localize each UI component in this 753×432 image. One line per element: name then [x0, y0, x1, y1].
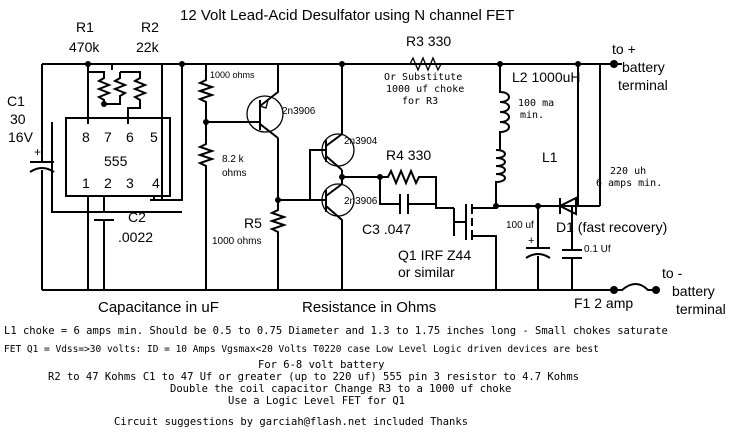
- c1-voltage: 16V: [8, 129, 34, 145]
- r5-resistor: [268, 138, 288, 290]
- r-1000-value: 1000 ohms: [210, 70, 255, 80]
- svg-text:+: +: [34, 145, 41, 159]
- ic-pin-2: 2: [104, 175, 112, 191]
- c-01uf: [562, 206, 582, 290]
- ic-pin-1: 1: [82, 175, 90, 191]
- c3-capacitor: [377, 174, 436, 214]
- c2-name: C2: [128, 209, 146, 225]
- r2-resistor: [104, 71, 148, 124]
- ic-pin-3: 3: [126, 175, 134, 191]
- c2-capacitor: [94, 196, 114, 290]
- r2-name: R2: [141, 19, 159, 35]
- q-3904-label: 2n3904: [344, 136, 378, 147]
- q-3906-label: 2n3906: [344, 196, 378, 207]
- r2-value: 22k: [136, 39, 160, 55]
- ic-outline: [51, 122, 182, 213]
- note-coil: Double the coil capacitor Change R3 to a…: [170, 383, 511, 395]
- l1-note1: 220 uh: [610, 166, 646, 177]
- note-6-8v: For 6-8 volt battery: [258, 359, 384, 371]
- note-fet: FET Q1 = Vdss=>30 volts: ID = 10 Amps Vg…: [4, 344, 599, 355]
- c2-value: .0022: [118, 229, 153, 245]
- c-100uf: +: [525, 203, 551, 290]
- r1-name: R1: [76, 19, 94, 35]
- r1-resistor: [85, 61, 112, 124]
- f1-label: F1 2 amp: [574, 295, 633, 311]
- capacitance-units: Capacitance in uF: [98, 299, 219, 316]
- f1-fuse: [614, 283, 660, 294]
- neg-terminal-l1: to -: [662, 265, 683, 281]
- q-top-label: 2n3906: [282, 106, 316, 117]
- note-l1-choke: L1 choke = 6 amps min. Should be 0.5 to …: [4, 325, 668, 337]
- r-1000-resistor: [196, 64, 250, 123]
- c1-name: C1: [7, 93, 25, 109]
- c01-label: 0.1 Uf: [584, 244, 611, 255]
- resistance-units: Resistance in Ohms: [302, 299, 436, 316]
- r1-value: 470k: [69, 39, 100, 55]
- r5-name: R5: [244, 215, 262, 231]
- title: 12 Volt Lead-Acid Desulfator using N cha…: [180, 7, 514, 24]
- r3-resistor: [342, 56, 500, 72]
- r3-note1: Or Substitute: [384, 72, 462, 83]
- ic-555-body: [65, 117, 171, 197]
- l1-inductor: [493, 149, 578, 209]
- r4-resistor: [380, 168, 454, 209]
- neg-terminal-l2: battery: [672, 283, 715, 299]
- r5-value: 1000 ohms: [212, 236, 261, 247]
- r3-note3: for R3: [402, 96, 438, 107]
- ic-pin-4: 4: [152, 175, 160, 191]
- q1-mosfet: [453, 184, 497, 290]
- ic-pin-7: 7: [104, 129, 112, 145]
- r-8k2-value2: ohms: [222, 168, 246, 179]
- d1-label: D1 (fast recovery): [556, 219, 667, 235]
- r3-label: R3 330: [406, 33, 451, 49]
- ic-pin4-wire: [153, 64, 183, 201]
- driver-output-wire: [341, 170, 380, 184]
- neg-terminal-l3: terminal: [676, 301, 726, 317]
- driver-input-wire: [278, 149, 326, 201]
- q-2n3906-top: [246, 64, 284, 139]
- pos-terminal-l1: to +: [612, 41, 636, 57]
- l1-note2: 6 amps min.: [596, 178, 662, 189]
- note-r2: R2 to 47 Kohms C1 to 47 Uf or greater (u…: [48, 371, 579, 383]
- r-8k2-resistor: [196, 119, 216, 290]
- q-2n3904: [321, 61, 355, 171]
- l1-label: L1: [542, 149, 558, 165]
- pos-terminal-l3: terminal: [618, 77, 668, 93]
- note-credits: Circuit suggestions by garciah@flash.net…: [114, 416, 468, 428]
- q1-label-line2: or similar: [398, 264, 455, 280]
- q1-label-line1: Q1 IRF Z44: [398, 247, 471, 263]
- r-8k2-value1: 8.2 k: [222, 154, 245, 165]
- l2-note2: min.: [520, 110, 544, 121]
- c1-value: 30: [10, 111, 26, 127]
- ic-label: 555: [104, 153, 128, 169]
- l2-note1: 100 ma: [518, 98, 554, 109]
- l2-label: L2 1000uH: [512, 69, 581, 85]
- ic-pin-6: 6: [126, 129, 134, 145]
- d1-diode: [557, 61, 600, 216]
- r4-label: R4 330: [386, 147, 431, 163]
- c3-label: C3 .047: [362, 221, 411, 237]
- c1-capacitor: +: [29, 64, 55, 290]
- note-logic-fet: Use a Logic Level FET for Q1: [228, 395, 405, 407]
- svg-text:+: +: [528, 235, 534, 247]
- l2-inductor: [497, 61, 510, 150]
- ic-pin-8: 8: [82, 129, 90, 145]
- q-2n3906-bottom: [321, 183, 355, 290]
- c100-label: 100 uf: [506, 220, 534, 231]
- ic-pin-5: 5: [150, 129, 158, 145]
- r3-note2: 1000 uf choke: [386, 84, 464, 95]
- pos-terminal-l2: battery: [622, 59, 665, 75]
